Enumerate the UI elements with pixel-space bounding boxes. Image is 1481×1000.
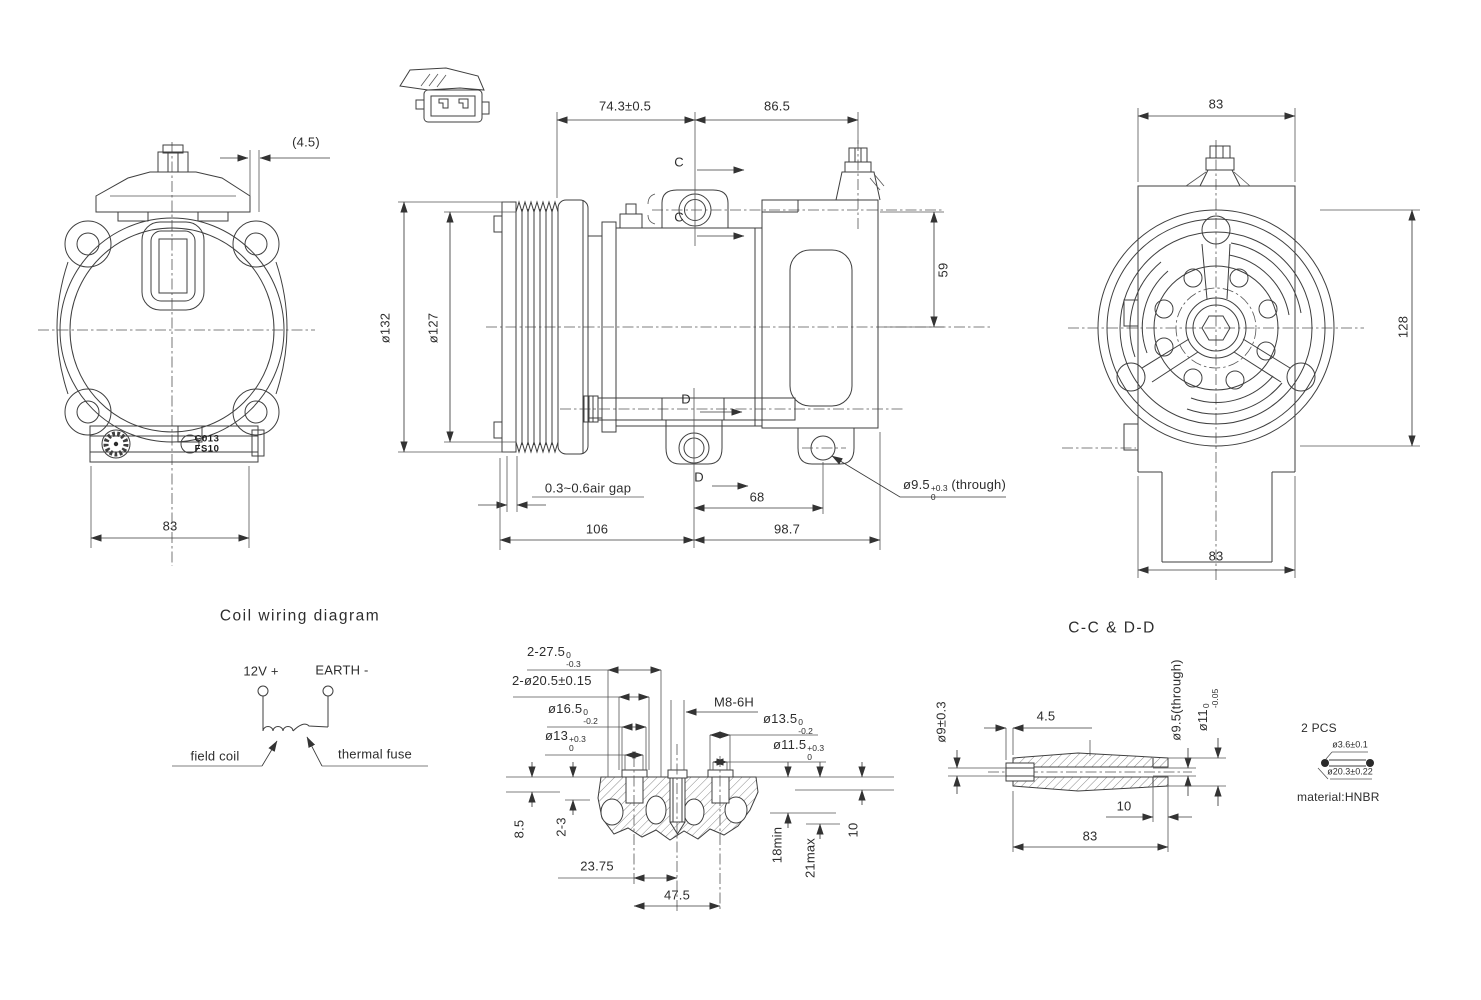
coil-diagram-title: Coil wiring diagram bbox=[219, 607, 381, 625]
field-coil-label: field coil bbox=[190, 748, 240, 764]
section-c-label-bottom: C bbox=[674, 209, 684, 225]
ccdd-section bbox=[948, 724, 1226, 852]
side-height-dim: 59 bbox=[935, 262, 951, 278]
pulley-od-dim: ø132 bbox=[377, 312, 393, 344]
front-view bbox=[38, 142, 330, 566]
front-code-line1: C013 bbox=[194, 433, 220, 445]
rear-top-dim: 83 bbox=[1208, 96, 1224, 112]
depth-10-dim: 10 bbox=[845, 822, 861, 838]
pulley-inner-dim: ø127 bbox=[425, 312, 441, 344]
depth-18min-dim: 18min bbox=[769, 826, 785, 864]
depth-85-dim: 8.5 bbox=[511, 819, 527, 839]
ear-hole-dim: 68 bbox=[749, 489, 765, 505]
span-475-dim: 47.5 bbox=[663, 887, 691, 903]
rear-view bbox=[1062, 108, 1420, 580]
ccdd-bore-dim: ø9±0.3 bbox=[933, 701, 949, 743]
rear-bottom-dim: 83 bbox=[1208, 548, 1224, 564]
oring-material: material:HNBR bbox=[1297, 790, 1380, 804]
coil-wiring-diagram bbox=[172, 685, 428, 767]
rear-side-dim: 128 bbox=[1395, 315, 1411, 339]
offset-2375-dim: 23.75 bbox=[580, 858, 614, 874]
oring-qty: 2 PCS bbox=[1301, 721, 1337, 735]
oring-detail bbox=[1317, 751, 1374, 780]
oring-outer-dim: ø20.3±0.22 bbox=[1327, 766, 1373, 777]
side-view bbox=[398, 67, 1006, 550]
thermal-fuse-label: thermal fuse bbox=[338, 746, 412, 762]
front-length-dim: 106 bbox=[585, 521, 609, 537]
terminal-negative-label: EARTH - bbox=[315, 662, 369, 678]
section-d-label-bottom: D bbox=[694, 469, 704, 485]
terminal-positive-label: 12V + bbox=[243, 663, 279, 679]
ccdd-through-dim: ø9.5(through) bbox=[1168, 659, 1184, 741]
air-gap-note: 0.3~0.6air gap bbox=[544, 480, 632, 496]
section-c-label-top: C bbox=[674, 154, 684, 170]
thread-spec: M8-6H bbox=[713, 694, 755, 710]
front-offset-dim: (4.5) bbox=[292, 134, 320, 150]
front-code-line2: FS10 bbox=[194, 443, 220, 455]
ccdd-length-dim: 83 bbox=[1082, 828, 1098, 844]
shaft-section-detail bbox=[506, 666, 894, 912]
depth-23-dim: 2-3 bbox=[553, 817, 569, 837]
side-rear-length-dim: 86.5 bbox=[763, 98, 791, 114]
side-front-length-dim: 74.3±0.5 bbox=[598, 98, 652, 114]
ccdd-depth-dim: 10 bbox=[1116, 798, 1132, 814]
ccdd-lip-dim: 4.5 bbox=[1036, 708, 1056, 724]
front-width-dim: 83 bbox=[162, 518, 178, 534]
counterbore-dim: 2-ø20.5±0.15 bbox=[512, 673, 592, 688]
ccdd-title: C-C & D-D bbox=[1068, 619, 1156, 637]
oring-cross-section-dim: ø3.6±0.1 bbox=[1332, 739, 1368, 750]
rear-length-dim: 98.7 bbox=[773, 521, 801, 537]
section-d-label-top: D bbox=[681, 391, 691, 407]
depth-21max-dim: 21max bbox=[802, 837, 818, 879]
